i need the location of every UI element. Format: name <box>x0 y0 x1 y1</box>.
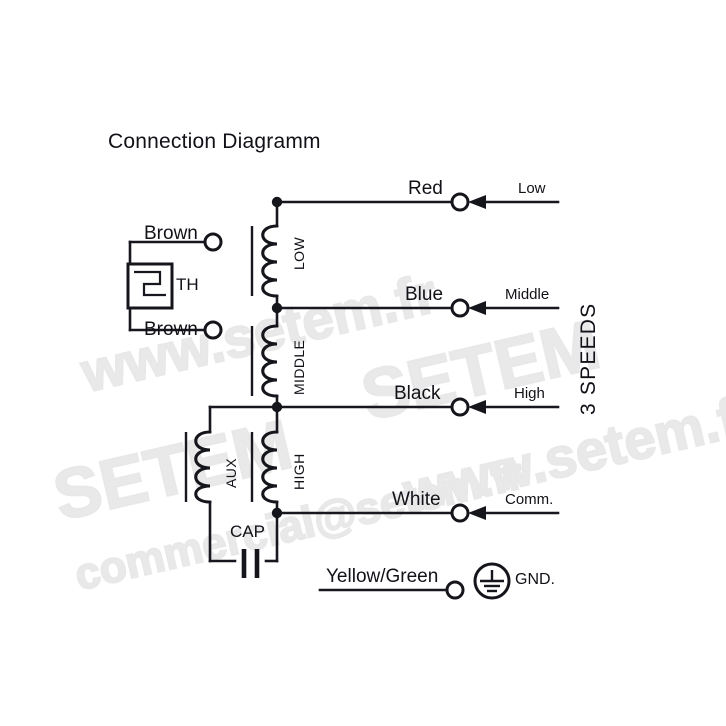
comm-mode-label: Comm. <box>505 491 554 508</box>
middle-coil-windings <box>261 324 279 398</box>
middle-coil-label: MIDDLE <box>291 339 307 395</box>
middle-mode-label: Middle <box>505 286 550 303</box>
blue-label: Blue <box>405 284 444 305</box>
aux-coil-label: AUX <box>223 458 239 488</box>
node-black <box>271 401 283 413</box>
low-coil-label: LOW <box>291 236 307 270</box>
brown-terminal-top[interactable] <box>203 232 223 252</box>
thermal-protector-group <box>126 232 223 340</box>
brown-label-top: Brown <box>144 223 198 244</box>
node-white <box>271 507 283 519</box>
th-label: TH <box>176 275 199 294</box>
aux-branch-group <box>184 405 279 563</box>
middle-arrow-icon <box>468 301 486 315</box>
page-title: Connection Diagramm <box>108 130 321 153</box>
winding-ladder-group <box>250 200 279 515</box>
white-terminal[interactable] <box>450 503 470 523</box>
junction-nodes-group <box>271 196 283 519</box>
black-label: Black <box>394 383 441 404</box>
node-blue <box>271 302 283 314</box>
low-coil-windings <box>261 224 279 298</box>
node-red <box>271 196 283 208</box>
high-coil-label: HIGH <box>291 453 307 490</box>
low-arrow-icon <box>468 195 486 209</box>
red-label: Red <box>408 178 443 199</box>
output-terminals-group <box>445 192 470 600</box>
output-rails-group <box>275 200 454 592</box>
blue-terminal[interactable] <box>450 298 470 318</box>
three-speeds-label: 3 SPEEDS <box>577 302 600 415</box>
high-arrow-icon <box>468 400 486 414</box>
ground-wire-label: Yellow/Green <box>326 566 439 587</box>
black-terminal[interactable] <box>450 397 470 417</box>
white-label: White <box>392 489 441 510</box>
supply-lines-group <box>468 195 560 520</box>
brown-terminal-bottom[interactable] <box>203 320 223 340</box>
low-mode-label: Low <box>518 180 546 197</box>
brown-label-bottom: Brown <box>144 319 198 340</box>
ground-symbol-icon <box>473 562 511 600</box>
aux-coil-windings <box>194 430 212 504</box>
gnd-label: GND. <box>515 571 555 588</box>
comm-arrow-icon <box>468 506 486 520</box>
high-coil-windings <box>261 430 279 504</box>
high-mode-label: High <box>514 385 545 402</box>
red-terminal[interactable] <box>450 192 470 212</box>
th-body-rect <box>126 262 174 310</box>
th-bimetal-glyph <box>134 270 166 297</box>
cap-label: CAP <box>230 522 265 541</box>
ground-terminal[interactable] <box>445 580 465 600</box>
capacitor-group <box>208 511 279 578</box>
